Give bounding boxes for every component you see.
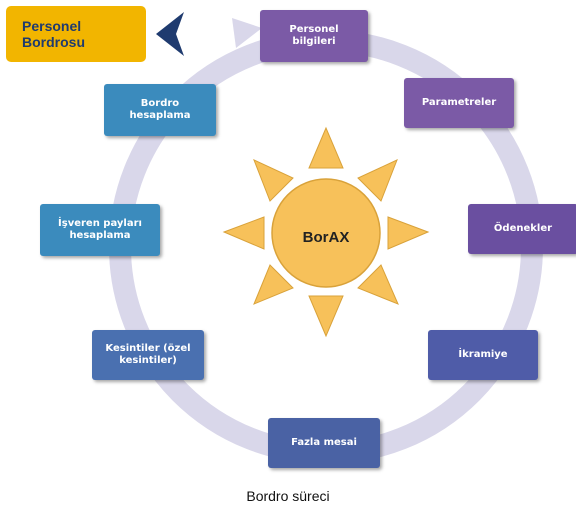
title-text: Personel Bordrosu [22,17,85,50]
step-fazla-mesai: Fazla mesai [268,418,380,468]
sun-ray [308,126,344,169]
chevron-left-icon [156,12,184,56]
step-kesintiler: Kesintiler (özel kesintiler) [92,330,204,380]
step-personel-bilgileri: Personel bilgileri [260,10,368,62]
step-ikramiye: İkramiye [428,330,538,380]
title-badge: Personel Bordrosu [6,6,146,62]
sun-ray [308,295,344,338]
sun-ray [387,216,430,250]
sun-ray [357,264,399,305]
center-label: BorAX [302,228,350,246]
sun-ray [253,264,294,305]
sun-disc [271,178,381,288]
cycle-arrowhead [232,18,262,48]
step-bordro-hesaplama: Bordro hesaplama [104,84,216,136]
sun-rays [222,126,430,338]
step-odenekler: Ödenekler [468,204,576,254]
figure-caption: Bordro süreci [246,488,330,504]
step-parametreler: Parametreler [404,78,514,128]
sun-ray [222,216,265,250]
sun-ray [357,159,398,202]
step-isveren-paylari: İşveren payları hesaplama [40,204,160,256]
sun-ray [253,159,294,202]
